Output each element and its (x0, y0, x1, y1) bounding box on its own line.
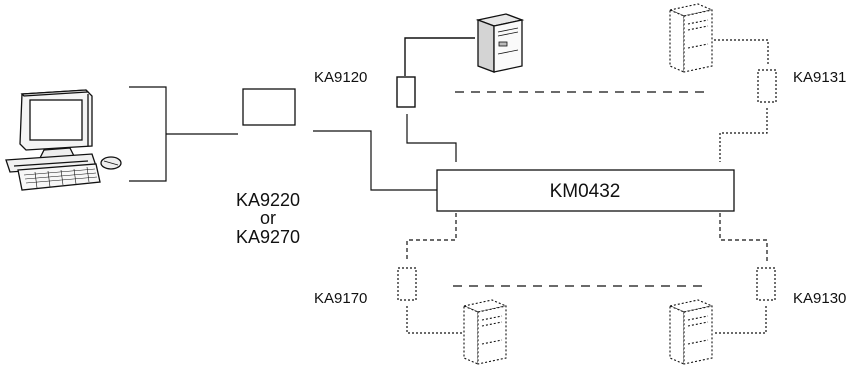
adapter-bottom-right-box (756, 267, 776, 301)
console-adapter-box (242, 88, 296, 126)
adapter-bottom-left-label: KA9170 (314, 290, 367, 307)
console-adapter-label-or: or (260, 208, 276, 228)
kvm-switch-label: KM0432 (550, 181, 621, 202)
kvm-switch-box (436, 169, 735, 212)
server-bottom-right-cable (714, 306, 767, 334)
console-adapter-label-line1: KA9220 (236, 190, 300, 210)
adapter-top-right-to-switch (719, 108, 768, 162)
server-top-left-cable (404, 37, 475, 76)
adapter-bottom-right-label: KA9130 (793, 290, 846, 307)
server-top-left-icon (475, 13, 525, 73)
adapter-bottom-left-to-switch (406, 213, 457, 262)
server-top-right-cable (714, 39, 769, 66)
adapter-top-left-to-switch (406, 114, 457, 162)
server-bottom-left-cable (406, 306, 466, 334)
console-computer-icon (5, 89, 122, 191)
server-bottom-left-icon (462, 299, 508, 365)
adapter-bottom-right-to-switch (719, 213, 768, 262)
server-top-right-icon (668, 3, 714, 73)
adapter-to-switch-cable (313, 130, 437, 191)
server-bottom-right-icon (668, 299, 714, 365)
adapter-top-right-label: KA9131 (793, 69, 846, 86)
adapter-top-left-box (396, 76, 416, 108)
adapter-top-left-label: KA9120 (314, 69, 367, 86)
adapter-top-right-box (757, 69, 777, 103)
adapter-bottom-left-box (397, 267, 417, 301)
console-adapter-label-line3: KA9270 (236, 227, 300, 247)
console-cables (129, 86, 238, 182)
